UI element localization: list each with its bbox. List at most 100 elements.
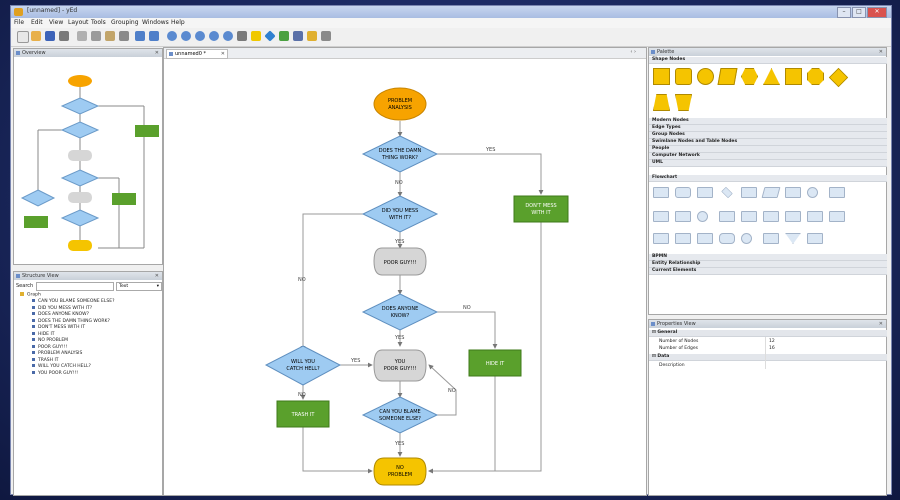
tree-item[interactable]: PROBLEM ANALYSIS xyxy=(32,351,82,357)
grid-icon[interactable] xyxy=(237,31,247,41)
tab-close-icon[interactable]: ✕ xyxy=(220,51,225,57)
zoom-out-icon[interactable] xyxy=(181,31,191,41)
print-icon[interactable] xyxy=(59,31,69,41)
panel-close-icon[interactable]: ✕ xyxy=(878,49,883,55)
overview-thumbnail[interactable] xyxy=(14,58,162,263)
node-can-you-blame[interactable]: CAN YOU BLAME SOMEONE ELSE? xyxy=(361,396,439,434)
snap-icon[interactable] xyxy=(251,31,261,41)
undo-icon[interactable] xyxy=(135,31,145,41)
node-did-you-mess[interactable]: DID YOU MESS WITH IT? xyxy=(361,195,439,233)
orthogonal-edges-icon[interactable] xyxy=(264,30,276,42)
node-dont-mess-with-it[interactable]: DON'T MESS WITH IT xyxy=(513,195,569,223)
tab-scroll-icon[interactable]: ‹ › xyxy=(630,49,636,55)
flowchart-database[interactable] xyxy=(829,211,845,222)
tree-root[interactable]: Graph xyxy=(20,292,41,298)
menu-view[interactable]: View xyxy=(49,19,64,26)
maximize-button[interactable]: □ xyxy=(852,7,866,18)
flowchart-circle[interactable] xyxy=(741,233,752,244)
search-input[interactable] xyxy=(36,282,114,291)
flowchart-decision[interactable] xyxy=(675,187,691,198)
document-tab[interactable]: unnamed0 *✕ xyxy=(166,49,228,59)
save-icon[interactable] xyxy=(45,31,55,41)
node-does-it-work[interactable]: DOES THE DAMN THING WORK? xyxy=(361,135,439,173)
flowchart-connector[interactable] xyxy=(807,187,818,198)
node-will-you-catch-hell[interactable]: WILL YOU CATCH HELL? xyxy=(264,345,342,386)
flowchart-predefined[interactable] xyxy=(829,187,845,198)
flowchart-annotation[interactable] xyxy=(653,233,669,244)
flowchart-data[interactable] xyxy=(741,187,757,198)
section-bpmn[interactable]: BPMN xyxy=(649,254,887,261)
flowchart-loop[interactable] xyxy=(719,211,735,222)
paste-icon[interactable] xyxy=(105,31,115,41)
node-no-problem[interactable]: NO PROBLEM xyxy=(373,457,427,486)
close-button[interactable]: ✕ xyxy=(867,7,887,18)
zoom-original-icon[interactable] xyxy=(223,31,233,41)
flowchart-display[interactable] xyxy=(785,211,801,222)
cut-icon[interactable] xyxy=(77,31,87,41)
redo-icon[interactable] xyxy=(149,31,159,41)
section-swimlane-nodes-and-table-nodes[interactable]: Swimlane Nodes and Table Nodes xyxy=(649,139,887,146)
shape-parallelogram[interactable] xyxy=(717,68,738,85)
flowchart-tape[interactable] xyxy=(697,233,713,244)
shape-square[interactable] xyxy=(785,68,802,85)
shape-trapezoid[interactable] xyxy=(653,94,670,111)
flowchart-delay[interactable] xyxy=(741,211,757,222)
flowchart-process[interactable] xyxy=(653,187,669,198)
open-icon[interactable] xyxy=(31,31,41,41)
filter-select[interactable]: Text▾ xyxy=(116,282,162,291)
menu-grouping[interactable]: Grouping xyxy=(111,19,139,26)
flowchart-start[interactable] xyxy=(697,211,708,222)
node-does-anyone-know[interactable]: DOES ANYONE KNOW? xyxy=(361,293,439,331)
node-you-poor-guy[interactable]: YOU POOR GUY!!! xyxy=(373,349,427,382)
copy-icon[interactable] xyxy=(91,31,101,41)
section-shape-nodes[interactable]: Shape Nodes xyxy=(649,57,887,64)
shape-triangle[interactable] xyxy=(763,68,780,85)
shape-hexagon[interactable] xyxy=(741,68,758,85)
flowchart-manual-input[interactable] xyxy=(785,187,801,198)
shape-trapezoid-inverted[interactable] xyxy=(675,94,692,111)
flowchart-document[interactable] xyxy=(697,187,713,198)
section-entity-relationship[interactable]: Entity Relationship xyxy=(649,261,887,268)
panel-close-icon[interactable]: ✕ xyxy=(154,50,159,56)
menu-layout[interactable]: Layout xyxy=(68,19,89,26)
node-hide-it[interactable]: HIDE IT xyxy=(468,349,522,377)
tree-item[interactable]: DID YOU MESS WITH IT? xyxy=(32,305,92,312)
minimize-button[interactable]: – xyxy=(837,7,851,18)
delete-icon[interactable] xyxy=(119,31,129,41)
menu-edit[interactable]: Edit xyxy=(31,19,43,26)
node-problem-analysis[interactable]: PROBLEM ANALYSIS xyxy=(373,87,427,121)
shape-rounded-rectangle[interactable] xyxy=(675,68,692,85)
menu-tools[interactable]: Tools xyxy=(91,19,106,26)
shape-ellipse[interactable] xyxy=(697,68,714,85)
ungroup-icon[interactable] xyxy=(307,31,317,41)
tree-item[interactable]: HIDE IT xyxy=(32,331,55,338)
zoom-in-icon[interactable] xyxy=(167,31,177,41)
zoom-fit-icon[interactable] xyxy=(195,31,205,41)
tree-item[interactable]: DON'T MESS WITH IT xyxy=(32,325,85,331)
flowchart-storage[interactable] xyxy=(675,211,691,222)
flowchart-io[interactable] xyxy=(761,187,781,198)
shape-diamond[interactable] xyxy=(828,67,849,88)
tree-item[interactable]: DOES THE DAMN THING WORK? xyxy=(32,318,110,325)
menu-help[interactable]: Help xyxy=(171,19,185,26)
flowchart-offpage[interactable] xyxy=(785,233,801,244)
flowchart-canvas[interactable]: YES NO YES NO YES NO YES NO NO YES PROBL… xyxy=(164,59,646,495)
node-poor-guy[interactable]: POOR GUY!!! xyxy=(373,247,427,276)
tree-item[interactable]: TRASH IT xyxy=(32,357,59,364)
tree-item[interactable]: WILL YOU CATCH HELL? xyxy=(32,364,91,370)
flowchart-sequential[interactable] xyxy=(763,233,779,244)
section-group-nodes[interactable]: Group Nodes xyxy=(649,132,887,139)
properties-general[interactable]: ⊟ General xyxy=(649,330,887,337)
flowchart-internal-storage[interactable] xyxy=(807,233,823,244)
panel-close-icon[interactable]: ✕ xyxy=(154,273,159,279)
flowchart-diamond[interactable] xyxy=(721,186,733,199)
flowchart-preparation[interactable] xyxy=(807,211,823,222)
section-edge-types[interactable]: Edge Types xyxy=(649,125,887,132)
flowchart-terminator[interactable] xyxy=(675,233,691,244)
new-icon[interactable] xyxy=(17,31,29,43)
section-uml[interactable]: UML xyxy=(649,160,887,167)
shape-octagon[interactable] xyxy=(807,68,824,85)
properties-data[interactable]: ⊟ Data xyxy=(649,354,887,361)
section-people[interactable]: People xyxy=(649,146,887,153)
section-modern-nodes[interactable]: Modern Nodes xyxy=(649,118,887,125)
